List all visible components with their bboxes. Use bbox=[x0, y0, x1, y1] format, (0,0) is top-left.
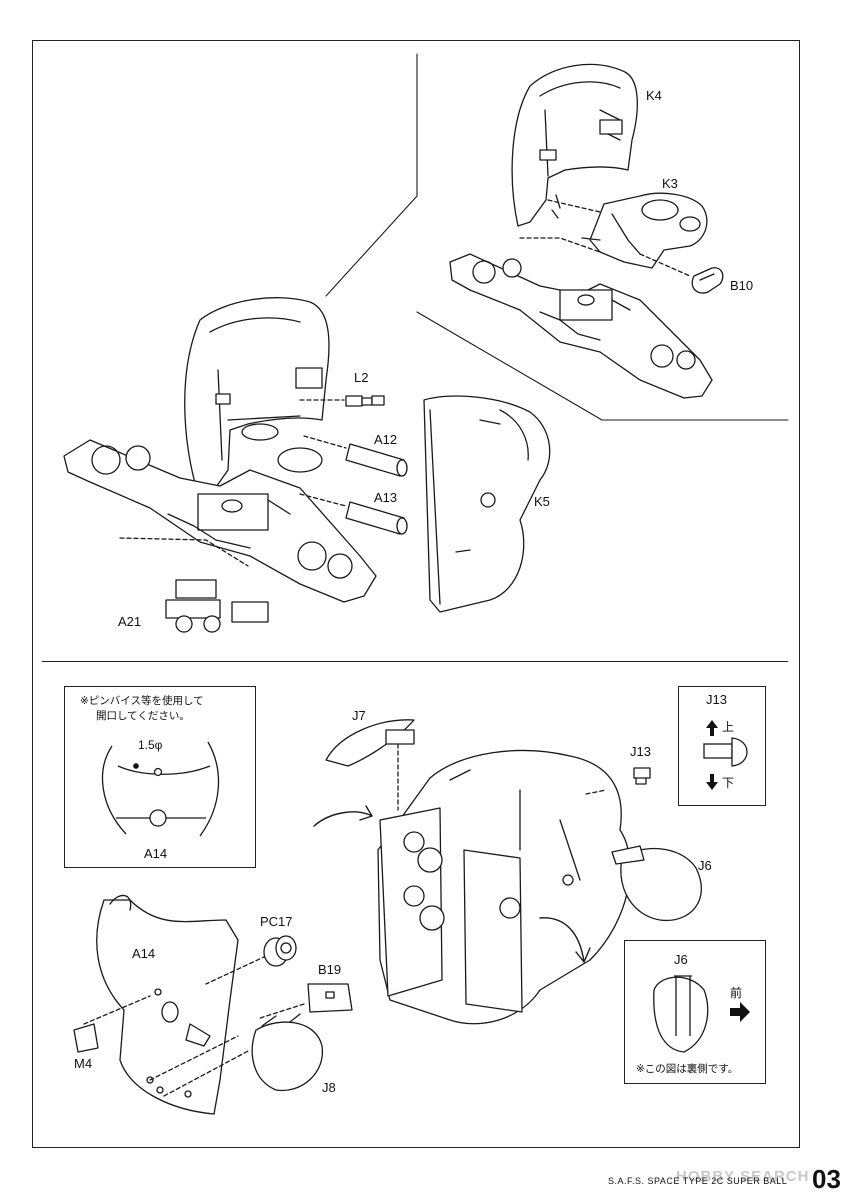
part-a12 bbox=[303, 435, 408, 477]
label-a12: A12 bbox=[374, 432, 398, 447]
drill-note-line2: 開口してください。 bbox=[96, 710, 190, 722]
j6-detail-box bbox=[624, 940, 766, 1084]
page-frame bbox=[32, 40, 800, 1148]
part-j6 bbox=[611, 845, 702, 922]
part-j13 bbox=[633, 767, 651, 785]
body-assembly bbox=[377, 749, 631, 1025]
part-k4 bbox=[511, 63, 638, 227]
part-b19 bbox=[259, 983, 353, 1019]
part-a13 bbox=[299, 493, 408, 535]
j6-note: ※この図は裏側です。 bbox=[636, 1063, 739, 1075]
label-a21: A21 bbox=[118, 614, 142, 629]
j13-detail-box bbox=[678, 686, 766, 806]
j13-up-label: 上 bbox=[722, 720, 735, 734]
part-j8 bbox=[251, 1013, 323, 1092]
label-b19: B19 bbox=[318, 962, 342, 977]
watermark: HOBBY SEARCH bbox=[676, 1168, 810, 1185]
part-k3 bbox=[547, 192, 708, 269]
label-j13: J13 bbox=[630, 744, 651, 759]
drill-note-line1: ※ピンバイス等を使用して bbox=[80, 695, 204, 707]
drill-part-label: A14 bbox=[144, 846, 168, 861]
label-k5: K5 bbox=[534, 494, 550, 509]
label-m4: M4 bbox=[74, 1056, 93, 1071]
j6-detail-art bbox=[653, 975, 750, 1053]
label-a13: A13 bbox=[374, 490, 398, 505]
inset-chassis bbox=[449, 237, 713, 399]
label-l2: L2 bbox=[354, 370, 369, 385]
label-j6: J6 bbox=[698, 858, 712, 873]
label-j8: J8 bbox=[322, 1080, 336, 1095]
label-b10: B10 bbox=[730, 278, 754, 293]
section-divider bbox=[42, 661, 788, 662]
drill-detail-art bbox=[101, 741, 220, 837]
drill-detail-box bbox=[64, 686, 256, 868]
part-shell-main bbox=[184, 297, 330, 495]
label-a14: A14 bbox=[132, 946, 156, 961]
label-pc17: PC17 bbox=[260, 914, 293, 929]
main-chassis bbox=[63, 423, 377, 603]
label-k3: K3 bbox=[662, 176, 678, 191]
label-k4: K4 bbox=[646, 88, 662, 103]
drill-size-label: 1.5φ bbox=[138, 738, 163, 752]
part-b10 bbox=[639, 253, 724, 294]
part-m4 bbox=[73, 1023, 99, 1053]
part-pc17 bbox=[263, 935, 297, 967]
page-number: 03 bbox=[812, 1164, 841, 1194]
callout-wedge bbox=[325, 53, 789, 421]
product-name: S.A.F.S. SPACE TYPE 2C SUPER BALL bbox=[608, 1176, 788, 1186]
j13-down-label: 下 bbox=[722, 776, 735, 790]
part-a14-shield bbox=[83, 894, 267, 1115]
part-l2 bbox=[299, 395, 385, 407]
label-j7: J7 bbox=[352, 708, 366, 723]
part-j7 bbox=[325, 719, 415, 811]
j13-detail-art bbox=[703, 720, 748, 790]
part-a21 bbox=[119, 537, 269, 633]
rotate-arrow-right bbox=[539, 917, 591, 963]
j13-box-title: J13 bbox=[706, 692, 727, 707]
j6-box-title: J6 bbox=[674, 952, 688, 967]
rotate-arrow-left bbox=[313, 805, 373, 827]
part-k5 bbox=[423, 395, 551, 613]
j6-front-label: 前 bbox=[730, 986, 743, 1000]
